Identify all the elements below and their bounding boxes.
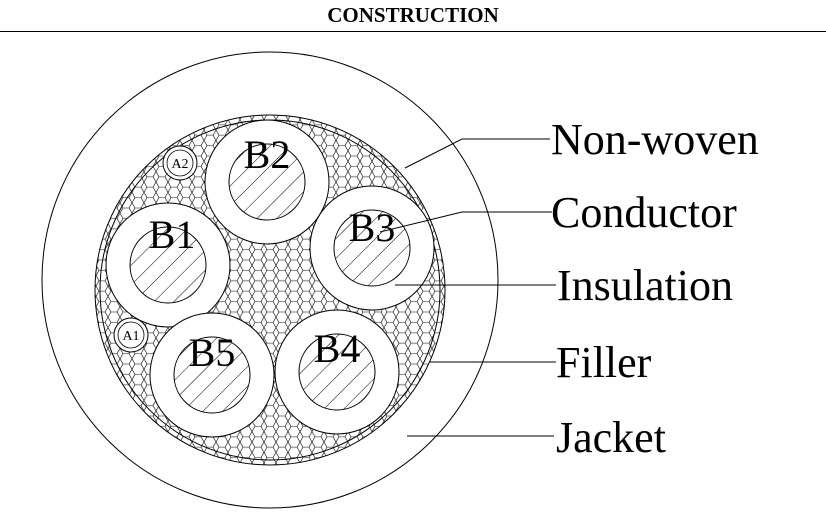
element-a1: A1 — [113, 317, 149, 353]
core-b3-label: B3 — [349, 205, 396, 250]
core-b5: B5 — [149, 312, 275, 438]
core-b2-label: B2 — [244, 132, 291, 177]
element-a2: A2 — [162, 145, 198, 181]
title-divider — [0, 31, 826, 32]
callout-insulation: Insulation — [557, 261, 733, 310]
callout-non-woven: Non-woven — [551, 115, 759, 164]
callout-conductor: Conductor — [551, 188, 737, 237]
core-b4-label: B4 — [314, 326, 361, 371]
element-a2-label: A2 — [171, 157, 188, 172]
core-b5-label: B5 — [189, 330, 236, 375]
element-a1-label: A1 — [122, 329, 139, 344]
core-b1-label: B1 — [149, 212, 196, 257]
page-title: CONSTRUCTION — [327, 3, 499, 27]
core-b4: B4 — [274, 309, 400, 435]
core-b2: B2 — [204, 119, 330, 245]
callout-filler: Filler — [556, 338, 652, 387]
leader-conductor — [379, 211, 552, 233]
leader-non-woven — [404, 138, 550, 169]
core-b1: B1 — [105, 202, 231, 328]
callout-jacket: Jacket — [556, 413, 666, 462]
core-b3: B3 — [309, 185, 435, 311]
